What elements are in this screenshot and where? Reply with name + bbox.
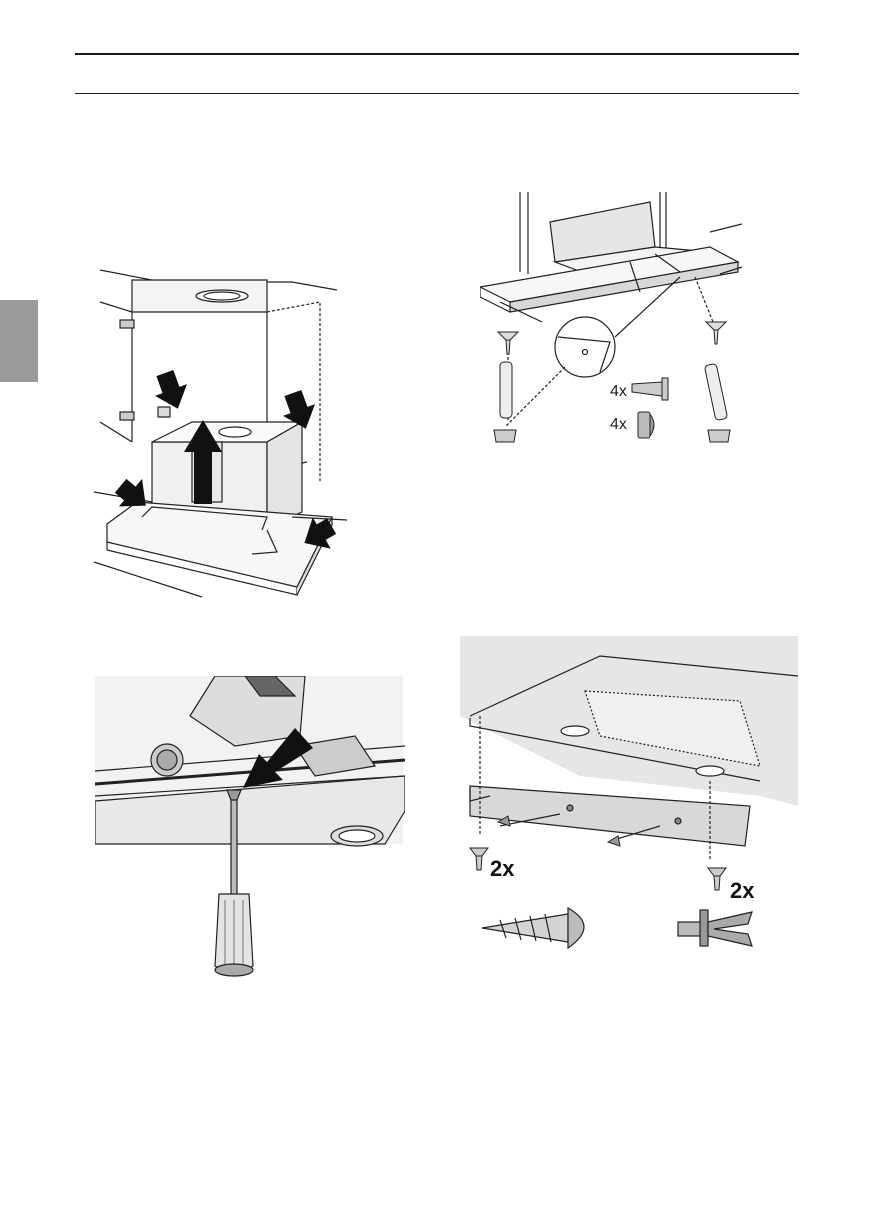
arrow-down-icon <box>149 367 194 414</box>
screw-icon <box>482 908 584 948</box>
screw-icon <box>632 378 668 400</box>
header-rule-top <box>75 53 799 55</box>
figure-mount-screws: 4x 4x <box>480 192 760 462</box>
screw-quantity-left: 2x <box>490 856 515 881</box>
cap-icon <box>638 412 654 438</box>
header-rule-bottom <box>75 93 799 94</box>
screw-quantity: 4x <box>610 383 627 400</box>
chapter-tab <box>0 300 38 382</box>
figure-remove-housing <box>92 262 352 602</box>
clip-icon <box>678 910 752 946</box>
figure-screwdriver <box>95 676 405 986</box>
cap-quantity: 4x <box>610 416 627 433</box>
figure-front-strip: 2x 2x <box>460 636 800 976</box>
clip-quantity-right: 2x <box>730 878 755 903</box>
